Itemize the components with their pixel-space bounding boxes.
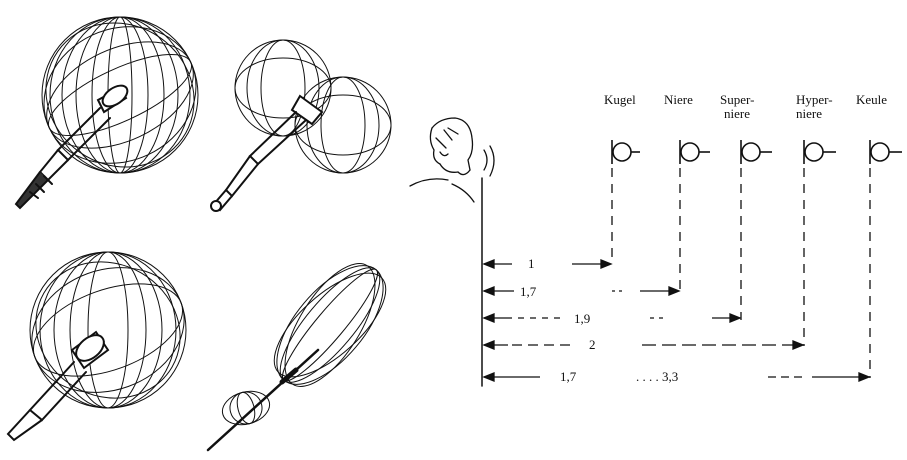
pattern-label-kugel: Kugel	[604, 92, 636, 107]
drop-lines	[612, 168, 870, 378]
mic-symbol-kugel	[612, 140, 640, 164]
omni-microphone-pattern	[16, 0, 222, 208]
pattern-label-hyperniere-2: niere	[796, 106, 822, 121]
distance-arrows	[484, 260, 869, 381]
mic-symbol-superniere	[741, 140, 772, 164]
distance-value-keule-extra: . . . . 3,3	[636, 369, 678, 384]
distance-value-niere: 1,7	[520, 284, 537, 299]
distance-value-hyperniere: 2	[589, 337, 596, 352]
distance-value-keule: 1,7	[560, 369, 577, 384]
mic-symbol-niere	[680, 140, 710, 164]
pattern-label-niere: Niere	[664, 92, 693, 107]
pattern-label-superniere-2: niere	[724, 106, 750, 121]
mic-symbol-keule	[870, 140, 902, 164]
cardioid-microphone-pattern	[8, 236, 205, 440]
distance-values: 1 1,7 1,9 2 1,7 . . . . 3,3	[520, 256, 678, 384]
distance-value-kugel: 1	[528, 256, 535, 271]
figure-eight-microphone-pattern	[211, 40, 391, 211]
mic-symbol-hyperniere	[804, 140, 836, 164]
pattern-label-hyperniere-1: Hyper-	[796, 92, 833, 107]
distance-row-2	[484, 287, 679, 295]
pattern-label-keule: Keule	[856, 92, 887, 107]
microphone-symbols	[612, 140, 902, 164]
distance-row-1	[484, 260, 611, 268]
pattern-labels: Kugel Niere Super- niere Hyper- niere Ke…	[604, 92, 887, 121]
distance-value-superniere: 1,9	[574, 311, 590, 326]
pattern-label-superniere-1: Super-	[720, 92, 754, 107]
distance-row-3	[484, 314, 740, 322]
lobe-microphone-pattern	[208, 248, 402, 450]
distance-row-4	[484, 341, 803, 349]
